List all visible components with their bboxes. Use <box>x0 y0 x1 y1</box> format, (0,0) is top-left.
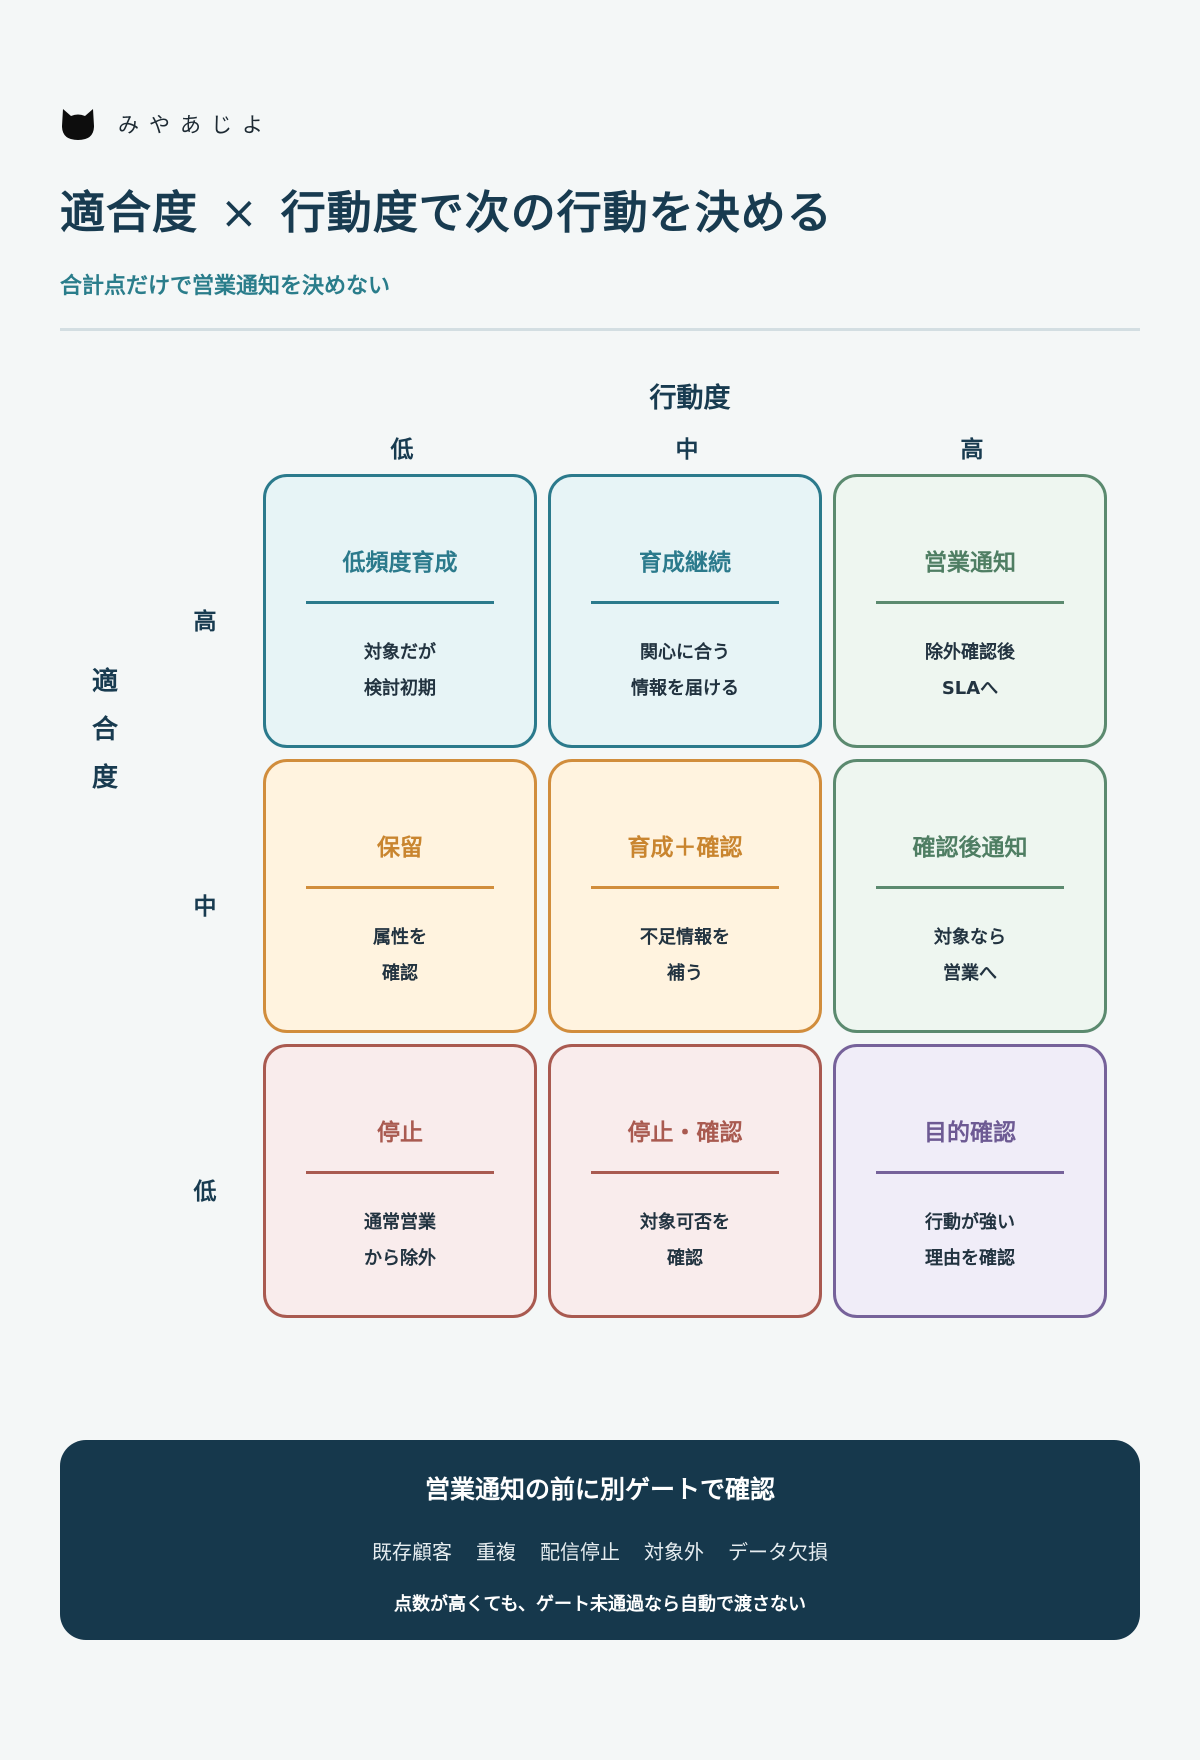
gate-check-item: 既存顧客 <box>372 1540 452 1564</box>
cell-line: から除外 <box>364 1248 436 1269</box>
cell-description: 不足情報を 補う <box>551 920 819 992</box>
page-subtitle: 合計点だけで営業通知を決めない <box>60 274 391 299</box>
cell-line: 不足情報を <box>640 927 730 948</box>
x-tick-high: 高 <box>960 437 984 463</box>
x-axis-title: 行動度 <box>649 383 731 414</box>
cell-description: 属性を 確認 <box>266 920 534 992</box>
cell-line: 対象なら <box>934 927 1006 948</box>
cell-line: 行動が強い <box>925 1212 1015 1233</box>
x-tick-low: 低 <box>390 437 414 463</box>
cell-line: 確認 <box>382 963 418 984</box>
cell-line: 営業へ <box>943 963 997 984</box>
cell-line: SLAへ <box>941 678 999 699</box>
cell-line: 通常営業 <box>364 1212 436 1233</box>
cell-fit-high-action-mid: 育成継続 関心に合う 情報を届ける <box>548 474 822 748</box>
cell-description: 行動が強い 理由を確認 <box>836 1205 1104 1277</box>
y-axis-title-char: 適 <box>91 667 118 697</box>
y-tick-mid: 中 <box>193 894 217 920</box>
cell-divider <box>591 1171 779 1174</box>
cell-description: 対象だが 検討初期 <box>266 635 534 707</box>
cell-divider <box>591 886 779 889</box>
cell-title: 育成＋確認 <box>627 835 743 861</box>
cell-fit-mid-action-high: 確認後通知 対象なら 営業へ <box>833 759 1107 1033</box>
gate-check-item: データ欠損 <box>728 1540 828 1564</box>
cell-fit-mid-action-mid: 育成＋確認 不足情報を 補う <box>548 759 822 1033</box>
y-axis-title-char: 合 <box>91 715 118 745</box>
cell-fit-mid-action-low: 保留 属性を 確認 <box>263 759 537 1033</box>
gate-check-item: 対象外 <box>644 1540 704 1564</box>
y-tick-high: 高 <box>193 609 217 635</box>
cell-divider <box>876 601 1064 604</box>
y-axis-title-char: 度 <box>91 763 118 793</box>
cell-fit-low-action-high: 目的確認 行動が強い 理由を確認 <box>833 1044 1107 1318</box>
gate-check-list: 既存顧客 重複 配信停止 対象外 データ欠損 <box>60 1536 1140 1565</box>
page-title: 適合度 × 行動度で次の行動を決める <box>60 176 833 241</box>
cell-description: 対象なら 営業へ <box>836 920 1104 992</box>
cell-fit-high-action-low: 低頻度育成 対象だが 検討初期 <box>263 474 537 748</box>
title-action: 行動度で次の行動を決める <box>280 186 833 239</box>
cell-title: 低頻度育成 <box>342 550 458 576</box>
cell-line: 対象だが <box>364 642 436 663</box>
cell-fit-high-action-high: 営業通知 除外確認後 SLAへ <box>833 474 1107 748</box>
times-icon: × <box>220 186 259 239</box>
brand-name: みやあじよ <box>118 113 273 137</box>
cell-description: 通常営業 から除外 <box>266 1205 534 1277</box>
gate-check-item: 重複 <box>476 1540 516 1564</box>
brand: みやあじよ <box>60 104 273 144</box>
cell-title: 確認後通知 <box>912 835 1028 861</box>
cell-divider <box>591 601 779 604</box>
cell-title: 営業通知 <box>924 550 1016 576</box>
cell-description: 関心に合う 情報を届ける <box>551 635 819 707</box>
cell-title: 停止 <box>377 1120 423 1146</box>
cell-line: 属性を <box>373 927 427 948</box>
y-axis-title: 適 合 度 <box>80 658 130 802</box>
y-tick-low: 低 <box>193 1179 217 1205</box>
cell-divider <box>306 1171 494 1174</box>
header-divider <box>60 328 1140 331</box>
gate-check-item: 配信停止 <box>540 1540 620 1564</box>
cat-head-icon <box>62 109 94 140</box>
cell-description: 除外確認後 SLAへ <box>836 635 1104 707</box>
cell-title: 停止・確認 <box>627 1120 743 1146</box>
cell-line: 除外確認後 <box>925 642 1015 663</box>
cell-title: 育成継続 <box>639 550 731 576</box>
cell-line: 対象可否を <box>640 1212 730 1233</box>
cell-line: 検討初期 <box>364 678 436 699</box>
cell-description: 対象可否を 確認 <box>551 1205 819 1277</box>
gate-note: 点数が高くても、ゲート未通過なら自動で渡さない <box>393 1594 807 1615</box>
cell-divider <box>876 886 1064 889</box>
cell-line: 補う <box>667 963 703 984</box>
x-tick-mid: 中 <box>675 437 699 463</box>
gate-panel: 営業通知の前に別ゲートで確認 既存顧客 重複 配信停止 対象外 データ欠損 点数… <box>60 1440 1140 1640</box>
cell-divider <box>306 601 494 604</box>
cell-line: 関心に合う <box>640 642 730 663</box>
cell-fit-low-action-low: 停止 通常営業 から除外 <box>263 1044 537 1318</box>
cell-divider <box>876 1171 1064 1174</box>
cell-title: 保留 <box>377 835 423 861</box>
cell-fit-low-action-mid: 停止・確認 対象可否を 確認 <box>548 1044 822 1318</box>
cell-divider <box>306 886 494 889</box>
gate-title: 営業通知の前に別ゲートで確認 <box>424 1475 775 1504</box>
cell-line: 情報を届ける <box>631 678 739 699</box>
cell-title: 目的確認 <box>924 1120 1016 1146</box>
title-fit: 適合度 <box>60 186 199 239</box>
cell-line: 確認 <box>667 1248 703 1269</box>
cell-line: 理由を確認 <box>925 1248 1015 1269</box>
